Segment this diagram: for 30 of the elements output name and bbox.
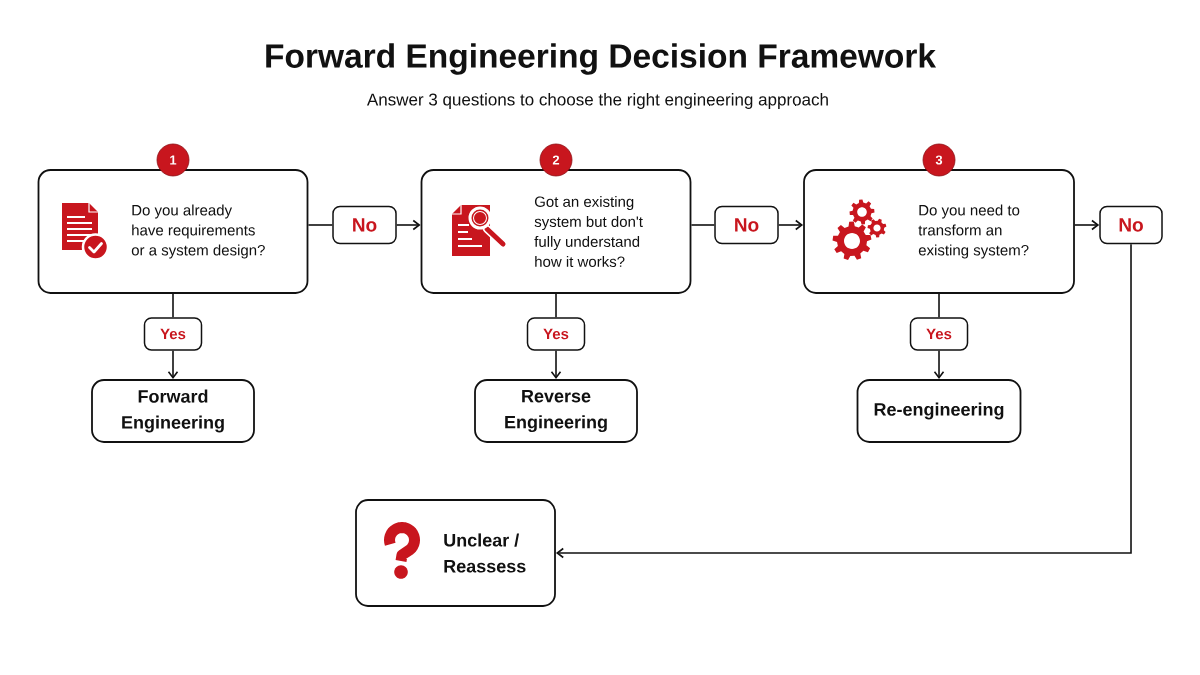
outcome-box: Forward Engineering	[91, 379, 255, 443]
outcome-box: Reverse Engineering	[474, 379, 638, 443]
connector-line	[307, 224, 334, 226]
answer-tag: No	[1099, 205, 1163, 245]
connector-line	[172, 293, 174, 319]
connector-line	[938, 293, 940, 319]
answer-tag: Yes	[909, 317, 969, 351]
arrow	[933, 349, 945, 380]
question-box: Do you already have requirements or a system design?	[37, 169, 309, 294]
arrow	[555, 243, 1132, 559]
title: Forward Engineering Decision Framework	[266, 43, 937, 75]
subtitle: Answer 3 questions to choose the right engineering approach	[366, 93, 828, 109]
connector-line	[555, 293, 557, 319]
step-number-badge: 2	[539, 143, 573, 177]
question-box: Do you need to transform an existing system?	[803, 169, 1075, 294]
step-number-badge: 3	[922, 143, 956, 177]
connector-line	[690, 224, 716, 226]
answer-tag: No	[714, 205, 779, 245]
answer-tag: No	[332, 205, 397, 245]
outcome-box: Re-engineering	[856, 379, 1022, 443]
arrow	[167, 349, 179, 380]
arrow	[1074, 219, 1100, 231]
outcome-box: Unclear / Reassess	[355, 499, 556, 607]
arrow	[550, 349, 562, 380]
arrow	[777, 219, 804, 231]
step-number-badge: 1	[156, 143, 190, 177]
arrow	[395, 219, 421, 231]
question-box: Got an existing system but don't fully understand how it works?	[420, 169, 692, 294]
answer-tag: Yes	[526, 317, 586, 351]
answer-tag: Yes	[143, 317, 203, 351]
